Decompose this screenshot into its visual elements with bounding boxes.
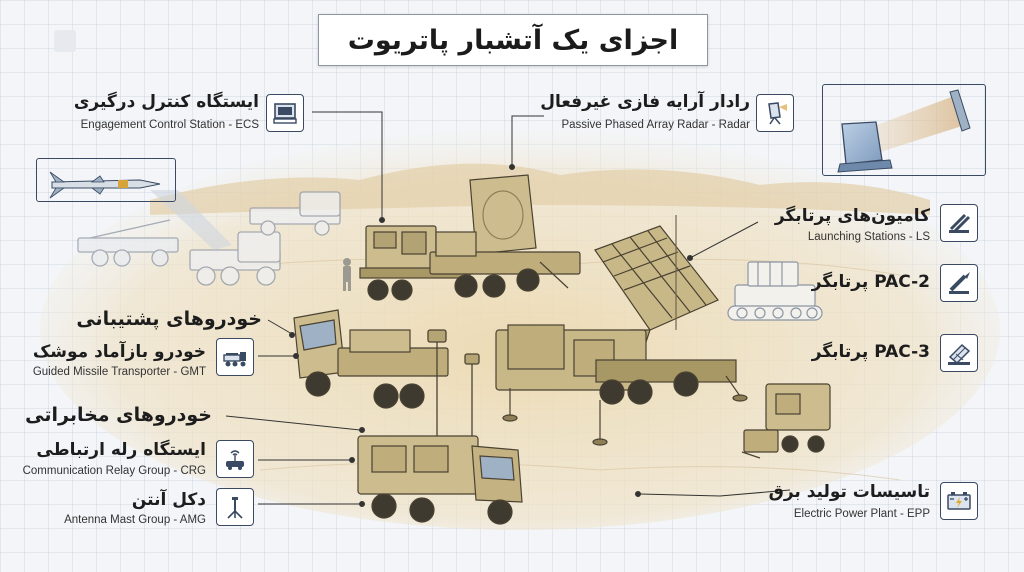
relay-vehicle-icon bbox=[226, 450, 244, 470]
epp-icon-box bbox=[940, 482, 978, 520]
corner-tile bbox=[54, 30, 76, 52]
ecs-vehicle bbox=[359, 225, 471, 301]
ecs-label-fa: ایستگاه کنترل درگیری bbox=[73, 92, 259, 112]
amg-label-fa: دکل آنتن bbox=[131, 490, 206, 510]
missile-callout-beam bbox=[150, 190, 232, 250]
single-tube-launcher-icon bbox=[949, 272, 970, 294]
pac3-label-fa: PAC-3 پرتابگر bbox=[811, 342, 930, 362]
launcher-vehicle bbox=[495, 215, 748, 446]
ecs-icon-box bbox=[266, 94, 304, 132]
ls-label-fa: کامیون‌های پرتابگر bbox=[774, 206, 930, 226]
missile-inset-frame bbox=[36, 158, 176, 202]
amg-icon-box bbox=[216, 488, 254, 526]
epp-vehicle bbox=[741, 383, 831, 459]
pac3-icon-box bbox=[940, 334, 978, 372]
background-convoy bbox=[77, 191, 341, 286]
leader-lines bbox=[225, 111, 791, 507]
transport-truck-icon bbox=[223, 352, 246, 367]
gmt-label-fa: خودرو بازآماد موشک bbox=[32, 342, 206, 362]
ls-icon-box bbox=[940, 204, 978, 242]
pac2-label-fa: PAC-2 پرتابگر bbox=[811, 272, 930, 292]
ls-label-en: Launching Stations - LS bbox=[807, 231, 930, 243]
radar-vehicle bbox=[429, 174, 581, 298]
battery-generator-icon bbox=[947, 492, 971, 510]
antenna-masts bbox=[427, 329, 480, 440]
soldier-figure bbox=[343, 258, 351, 291]
crg-icon-box bbox=[216, 440, 254, 478]
crg-label-en: Communication Relay Group - CRG bbox=[22, 465, 206, 477]
radar-icon-box bbox=[756, 94, 794, 132]
support-label-fa: خودروهای پشتیبانی bbox=[76, 308, 262, 330]
antenna-mast-icon bbox=[227, 497, 243, 519]
crg-label-fa: ایستگاه رله ارتباطی bbox=[36, 440, 206, 460]
comm-vehicle bbox=[357, 435, 523, 525]
epp-label-fa: تاسیسات تولید برق bbox=[768, 482, 930, 502]
radar-inset-illustration bbox=[837, 89, 971, 173]
radar-label-en: Passive Phased Array Radar - Radar bbox=[561, 119, 750, 131]
tracked-vehicle-background bbox=[727, 261, 823, 321]
radar-label-fa: رادار آرایه فازی غیرفعال bbox=[540, 92, 750, 112]
missile-inset-illustration bbox=[49, 171, 161, 199]
pac2-icon-box bbox=[940, 264, 978, 302]
gmt-icon-box bbox=[216, 338, 254, 376]
comm-label-fa: خودروهای مخابراتی bbox=[25, 404, 212, 426]
missile-launcher-icon bbox=[949, 213, 971, 233]
radar-panel-icon bbox=[768, 102, 787, 125]
multi-canister-launcher-icon bbox=[948, 343, 971, 365]
ecs-label-en: Engagement Control Station - ECS bbox=[80, 119, 259, 131]
radar-inset-frame bbox=[822, 84, 986, 176]
gmt-vehicle bbox=[293, 309, 449, 409]
computer-terminal-icon bbox=[273, 103, 297, 124]
page-title: اجزای یک آتشبار پاتریوت bbox=[347, 24, 679, 56]
title-box: اجزای یک آتشبار پاتریوت bbox=[318, 14, 708, 66]
amg-label-en: Antenna Mast Group - AMG bbox=[64, 514, 206, 526]
gmt-label-en: Guided Missile Transporter - GMT bbox=[32, 366, 206, 378]
epp-label-en: Electric Power Plant - EPP bbox=[793, 508, 930, 520]
